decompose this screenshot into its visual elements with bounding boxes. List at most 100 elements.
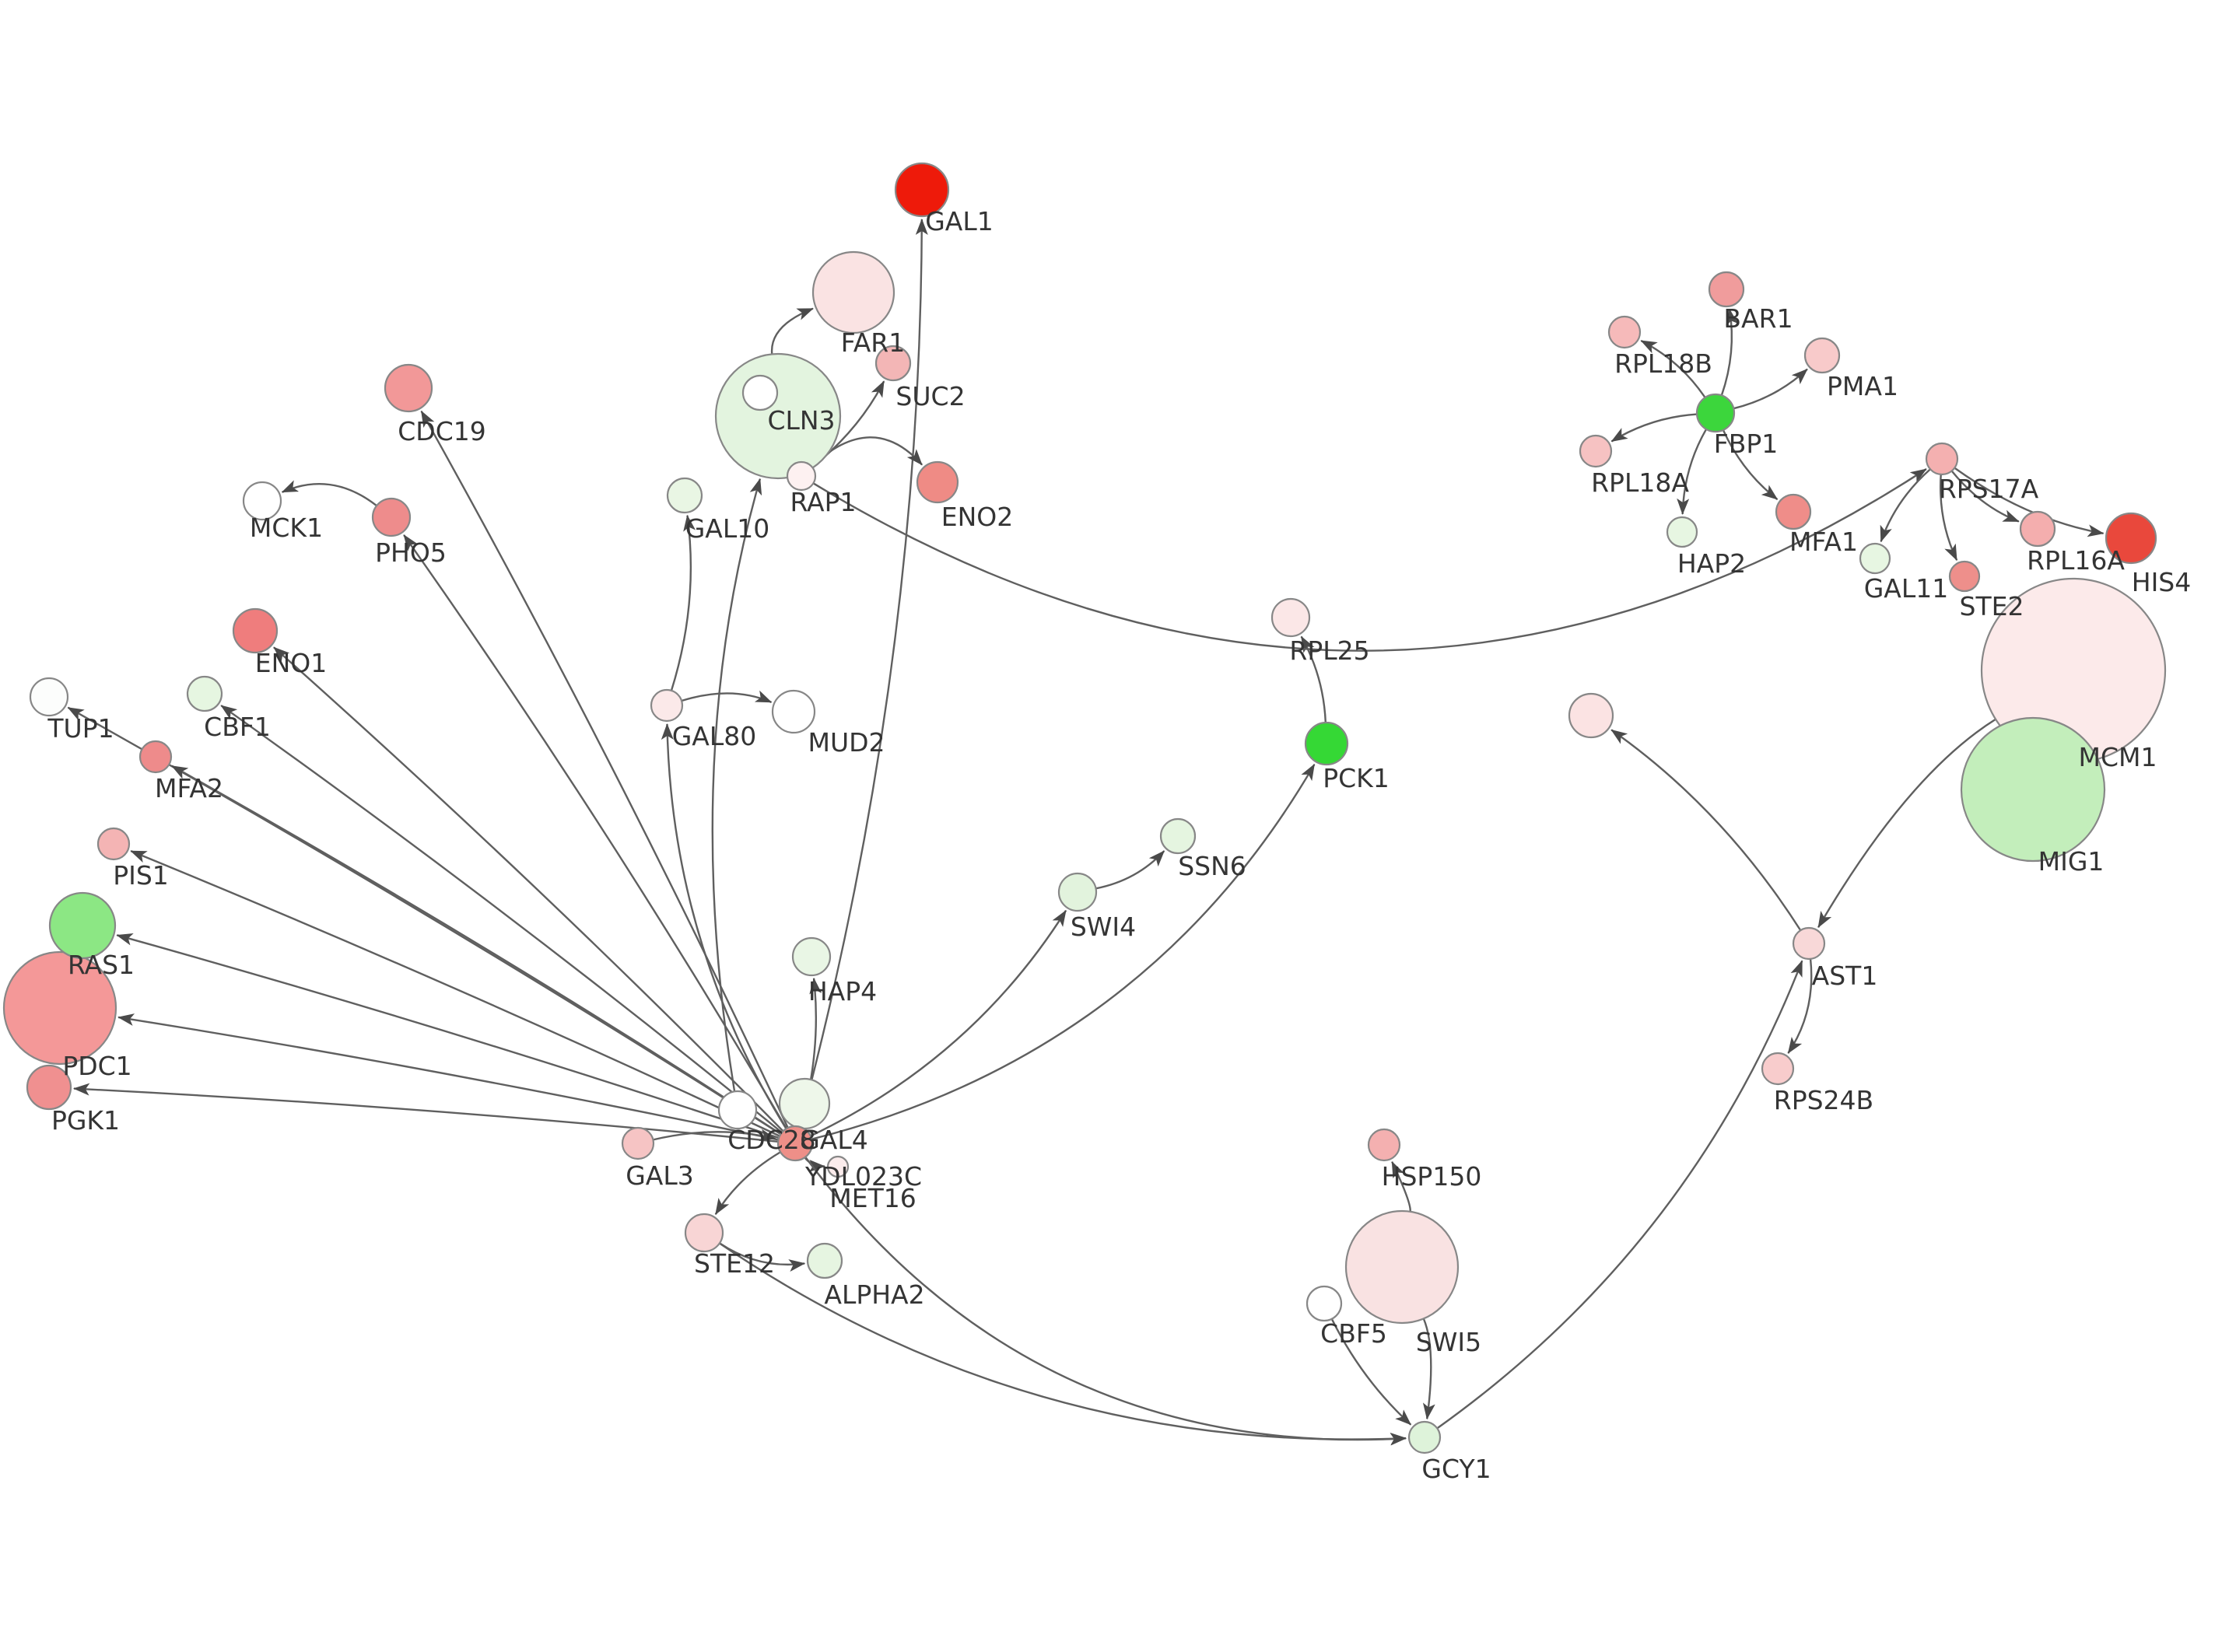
node-hsp150[interactable] xyxy=(1367,1128,1401,1162)
node-pck1[interactable] xyxy=(1304,721,1349,766)
node-tup1[interactable] xyxy=(29,677,69,717)
node-ssn6[interactable] xyxy=(1159,817,1197,855)
edge-gal80-mud2[interactable] xyxy=(681,690,773,703)
edge-gal80-gal10[interactable] xyxy=(670,514,696,691)
edge-fbp1-rpl18b[interactable] xyxy=(1640,339,1706,398)
edge-gal4-pdc1[interactable] xyxy=(117,1013,779,1141)
node-gcy1[interactable] xyxy=(1407,1420,1442,1454)
node-rps17a[interactable] xyxy=(1925,442,1959,476)
node-mud2[interactable] xyxy=(771,689,816,734)
node-ydl023c[interactable] xyxy=(778,1077,831,1130)
edge-gal4-ras1[interactable] xyxy=(116,933,780,1139)
edge-ste12-gcy1[interactable] xyxy=(719,1242,1407,1445)
node-cbf1[interactable] xyxy=(186,675,223,712)
edge-pho5-mck1[interactable] xyxy=(281,480,377,507)
edge-gal4-pck1[interactable] xyxy=(811,763,1316,1140)
node-gal10[interactable] xyxy=(666,477,703,514)
node-mfa2[interactable] xyxy=(138,740,173,774)
node-rpl16a[interactable] xyxy=(2019,510,2056,548)
edge-ast1-unnamed1[interactable] xyxy=(1610,729,1802,931)
edge-swi4-ssn6[interactable] xyxy=(1095,850,1165,890)
edge-gal4-mfa2[interactable] xyxy=(171,765,782,1136)
edge-pck1-rpl25[interactable] xyxy=(1300,635,1327,723)
node-cdc19[interactable] xyxy=(384,363,433,413)
node-label-cbf1: CBF1 xyxy=(204,712,271,742)
edge-mcm1-ast1[interactable] xyxy=(1817,718,1996,929)
node-mck1[interactable] xyxy=(242,481,282,521)
node-pgk1[interactable] xyxy=(26,1064,72,1111)
edge-cbf5-gcy1[interactable] xyxy=(1330,1318,1412,1426)
node-mig1[interactable] xyxy=(1960,716,2106,863)
edge-gal4-pho5[interactable] xyxy=(403,534,787,1129)
node-ast1[interactable] xyxy=(1792,926,1826,961)
node-gal3[interactable] xyxy=(621,1126,655,1160)
node-pma1[interactable] xyxy=(1803,337,1841,374)
edge-fbp1-bar1[interactable] xyxy=(1720,308,1739,396)
node-label-pis1: PIS1 xyxy=(113,860,169,891)
edge-gal4-pis1[interactable] xyxy=(130,849,780,1137)
node-ras1[interactable] xyxy=(48,891,117,960)
edge-gal4-gal1[interactable] xyxy=(798,219,928,1128)
edge-gal3-gal4[interactable] xyxy=(653,1129,776,1142)
edge-gcy1-ast1[interactable] xyxy=(1436,960,1803,1430)
edge-gal4-swi4[interactable] xyxy=(810,909,1067,1137)
node-far1[interactable] xyxy=(811,250,895,334)
node-node1[interactable] xyxy=(741,374,779,411)
node-swi5[interactable] xyxy=(1344,1209,1460,1325)
edge-cdc28-cln3[interactable] xyxy=(711,478,762,1092)
node-pho5[interactable] xyxy=(371,497,412,537)
node-rps24b[interactable] xyxy=(1761,1052,1795,1086)
node-ste2[interactable] xyxy=(1948,560,1981,593)
edge-rps17a-his4[interactable] xyxy=(1954,467,2105,537)
node-cbf5[interactable] xyxy=(1306,1285,1343,1322)
edge-swi5-hsp150[interactable] xyxy=(1391,1160,1411,1212)
node-suc2[interactable] xyxy=(874,345,912,382)
node-eno1[interactable] xyxy=(232,607,279,654)
edge-rps17a-ste2[interactable] xyxy=(1940,474,1958,562)
edge-gal4-cdc19[interactable] xyxy=(420,410,789,1129)
node-unnamed1[interactable] xyxy=(1568,692,1614,739)
node-eno2[interactable] xyxy=(916,460,959,504)
node-mfa1[interactable] xyxy=(1775,493,1812,530)
node-rap1[interactable] xyxy=(786,460,817,492)
edge-fbp1-pma1[interactable] xyxy=(1733,368,1808,410)
edge-rap1-rps17a[interactable] xyxy=(812,468,1927,652)
edge-gal4-cbf1[interactable] xyxy=(220,705,783,1134)
edge-gal4-eno1[interactable] xyxy=(273,646,784,1132)
node-label-gal10: GAL10 xyxy=(685,513,770,544)
edge-gal4-gal80[interactable] xyxy=(661,723,787,1129)
node-his4[interactable] xyxy=(2105,512,2157,565)
node-rpl18b[interactable] xyxy=(1607,315,1642,349)
edge-cln3-far1[interactable] xyxy=(770,307,814,355)
node-hap4[interactable] xyxy=(791,936,832,977)
edge-gal4-pgk1[interactable] xyxy=(72,1083,779,1143)
node-rpl18a[interactable] xyxy=(1579,434,1613,468)
edge-fbp1-mfa1[interactable] xyxy=(1722,429,1779,500)
edge-gal4-ste12[interactable] xyxy=(714,1151,781,1216)
node-hap2[interactable] xyxy=(1666,516,1698,548)
node-gal80[interactable] xyxy=(650,688,684,723)
node-gal11[interactable] xyxy=(1859,542,1891,575)
node-pdc1[interactable] xyxy=(2,950,117,1066)
edge-ast1-rps24b[interactable] xyxy=(1787,958,1813,1054)
node-pis1[interactable] xyxy=(96,827,131,861)
edge-rps17a-gal11[interactable] xyxy=(1880,468,1931,543)
node-bar1[interactable] xyxy=(1708,271,1745,308)
node-gal4[interactable] xyxy=(776,1125,814,1162)
node-fbp1[interactable] xyxy=(1695,393,1736,433)
node-cdc28[interactable] xyxy=(717,1090,758,1130)
node-swi4[interactable] xyxy=(1057,872,1098,912)
node-label-eno1: ENO1 xyxy=(255,648,328,678)
node-label-rpl18b: RPL18B xyxy=(1614,348,1712,379)
node-gal1[interactable] xyxy=(894,162,950,218)
edge-rps17a-rpl16a[interactable] xyxy=(1950,470,2020,523)
edge-swi5-gcy1[interactable] xyxy=(1422,1318,1435,1420)
node-rpl25[interactable] xyxy=(1270,597,1311,638)
node-ste12[interactable] xyxy=(684,1213,724,1253)
edge-fbp1-rpl18a[interactable] xyxy=(1610,413,1698,443)
node-met16[interactable] xyxy=(826,1155,850,1178)
edge-fbp1-hap2[interactable] xyxy=(1677,429,1708,516)
node-alpha2[interactable] xyxy=(806,1242,843,1279)
